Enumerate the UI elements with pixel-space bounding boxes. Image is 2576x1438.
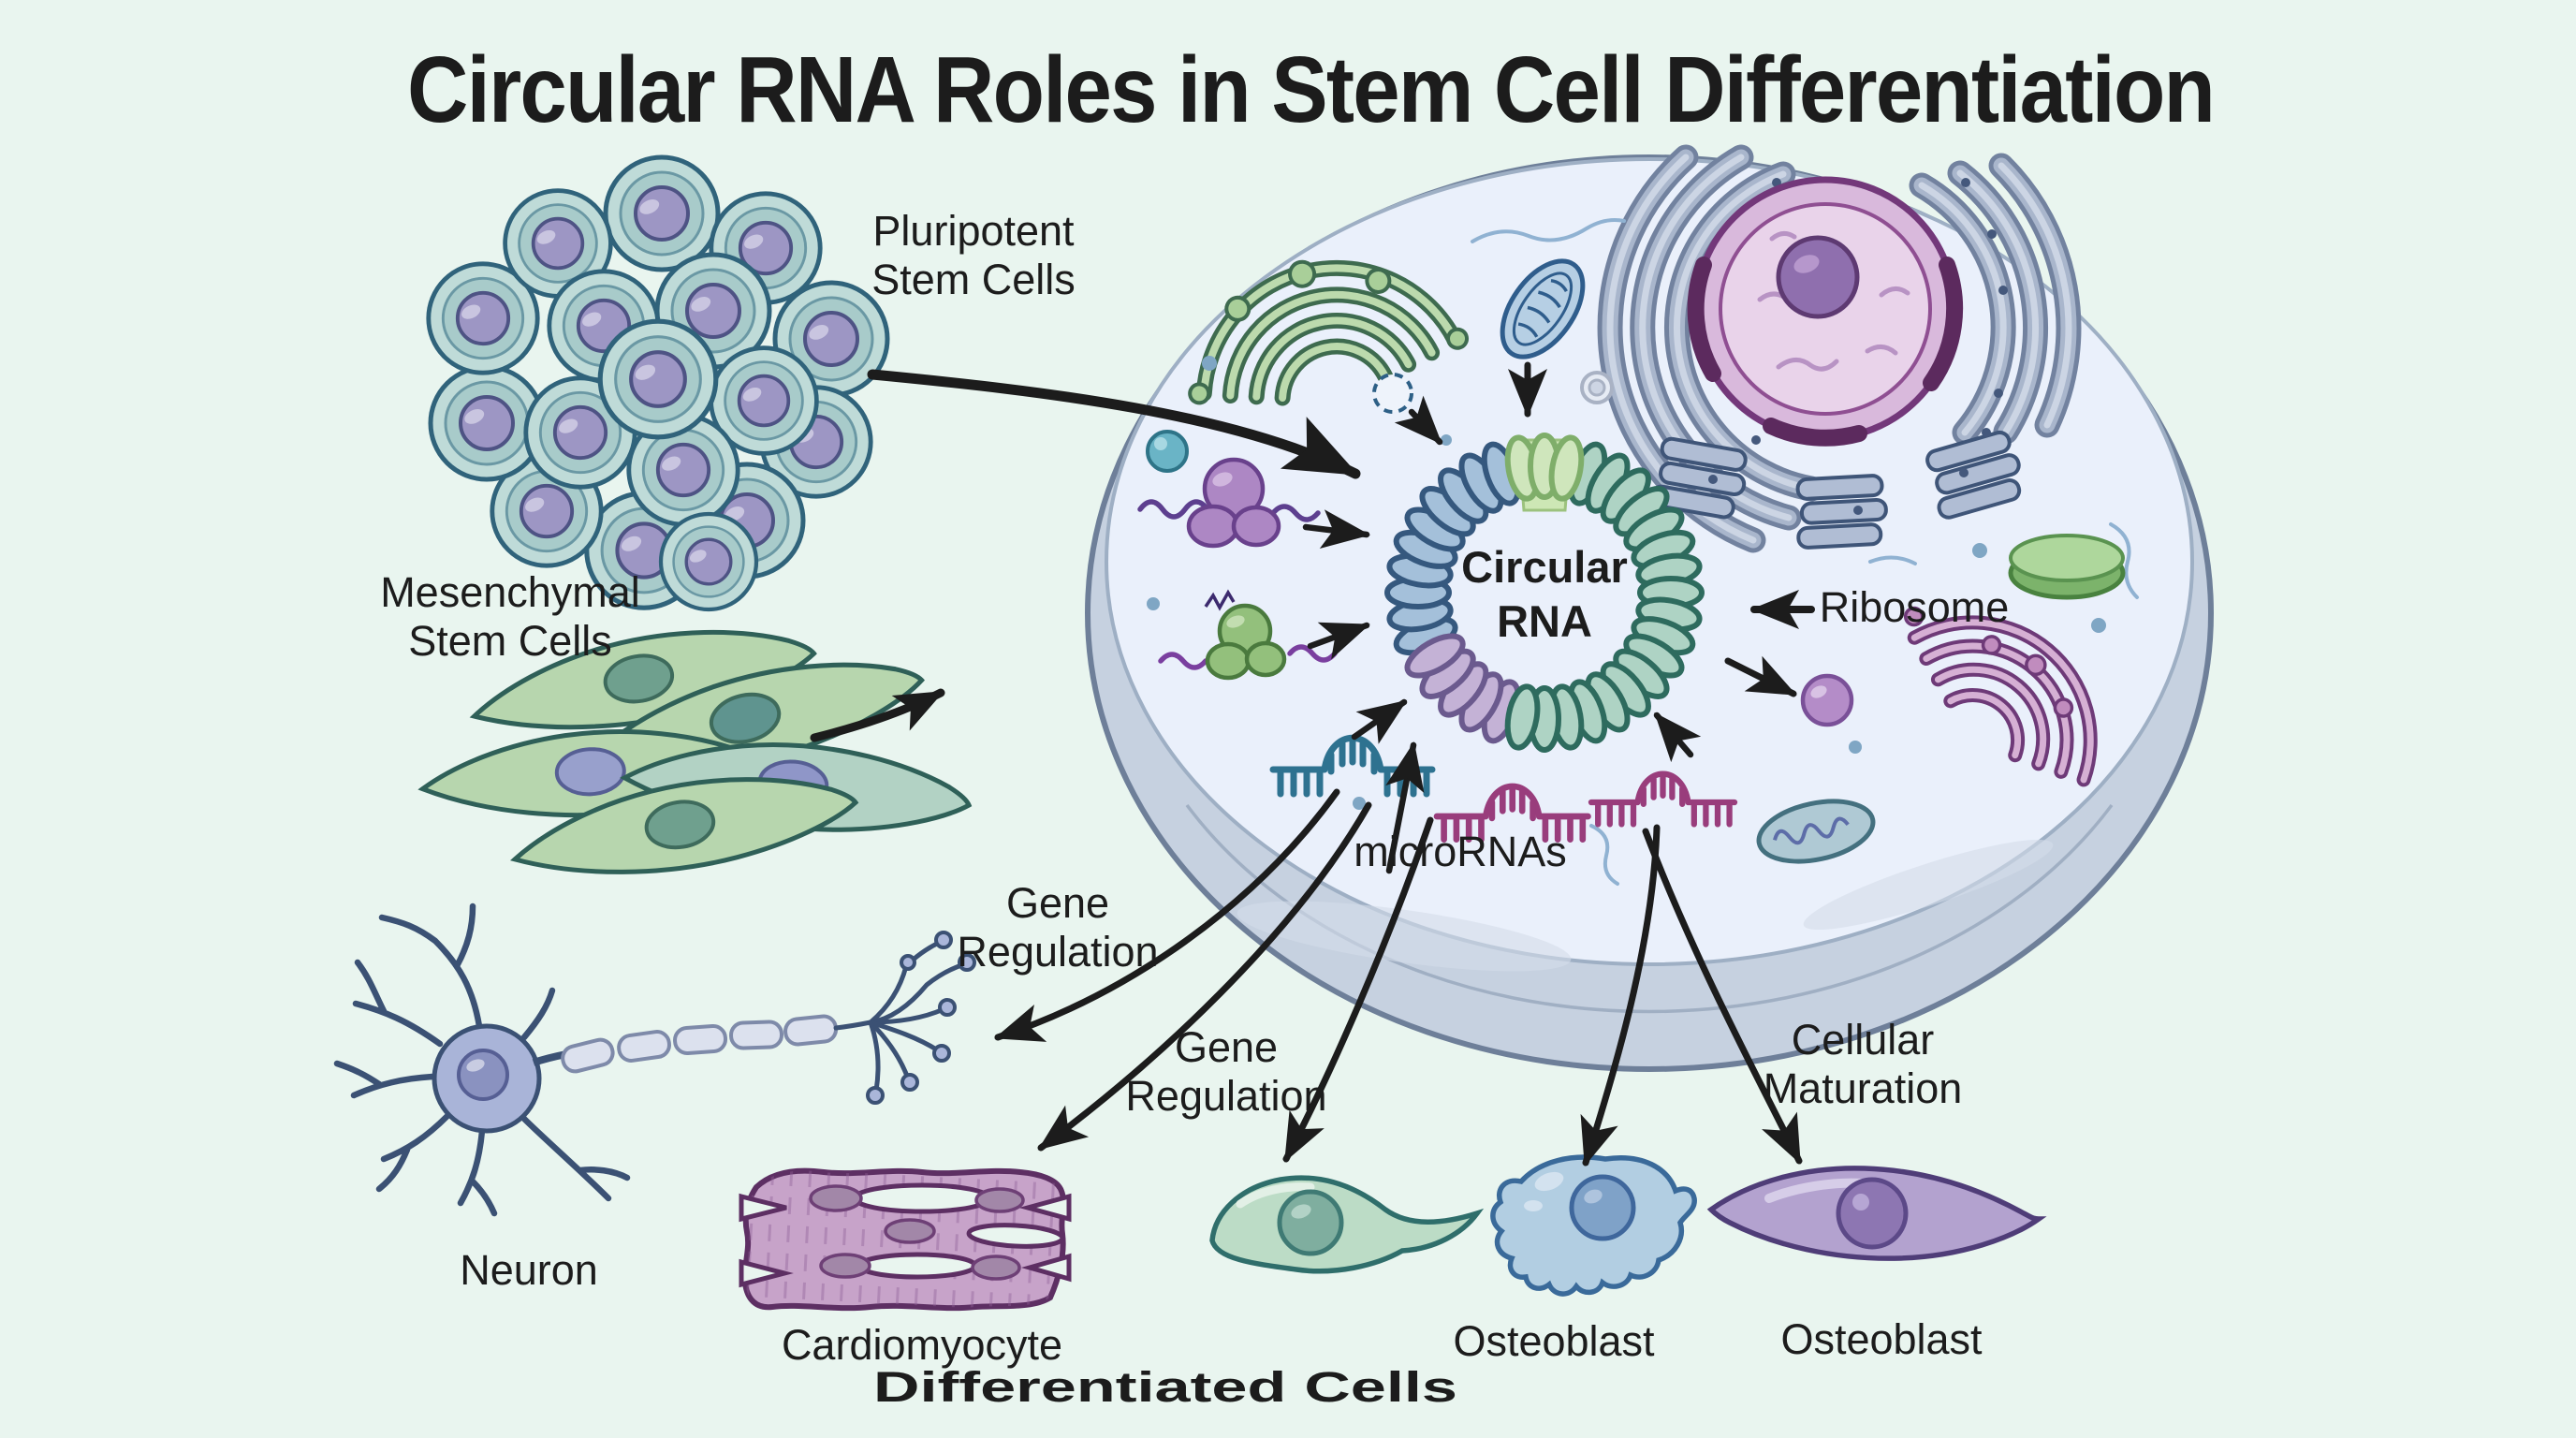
myelin-sheath: [561, 1014, 839, 1074]
circular-rna-ring: Circular RNA: [1384, 433, 1705, 753]
gray-vesicle-core: [1588, 378, 1606, 397]
nucleolus: [1776, 235, 1860, 319]
cytoplasm-dots: [1147, 356, 2106, 810]
circular-rna-label-line1: Circular: [1461, 542, 1628, 592]
green-disc-vesicle: [2008, 534, 2126, 600]
osteoblast-right-label: Osteoblast: [1780, 1315, 1983, 1363]
osteoblast-blue-illustration: [1490, 1154, 1697, 1297]
mitochondrion-top: [1500, 258, 1586, 360]
cytoskeleton-filament: [1868, 555, 1917, 565]
arrow-pluripotent-to-cell: [867, 369, 1361, 479]
cardiomyocyte-illustration: [739, 1167, 1072, 1312]
mesenchymal-label-line1: Mesenchymal: [380, 568, 640, 616]
arrow-up-to-ring: [1385, 741, 1425, 874]
arrow-to-green-cell: [1282, 816, 1434, 1163]
arrow-ring-to-ribosome: [1724, 655, 1797, 697]
arrow-mesenchymal-to-cell: [810, 688, 945, 742]
golgi-apparatus-green: [1188, 259, 1470, 406]
arrow-mirna-right-to-ring: [1653, 712, 1702, 763]
arrow-protein-purple-to-ring: [1302, 509, 1370, 549]
cytoskeleton-filament: [1589, 824, 1619, 886]
cellular-maturation-line2: Maturation: [1764, 1064, 1963, 1112]
cell-cross-section: Circular RNA: [1085, 144, 2214, 1072]
neuron-label: Neuron: [460, 1246, 598, 1294]
cellular-maturation-line1: Cellular: [1792, 1016, 1935, 1064]
mitochondrion-bottom: [1756, 799, 1876, 864]
mesenchymal-stem-cells-illustration: [420, 609, 973, 893]
arrow-vesicle-to-ring: [1394, 395, 1443, 446]
osteoblast-left-label: Osteoblast: [1453, 1317, 1655, 1365]
teal-vesicle: [1146, 430, 1189, 473]
teal-vesicle-highlight: [1154, 437, 1167, 450]
gene-regulation-left-line1: Gene: [1006, 879, 1109, 927]
rough-endoplasmic-reticulum: [1597, 144, 2082, 553]
ribosome-sphere: [1800, 673, 1854, 727]
arrows: [810, 361, 1815, 1167]
arrow-protein-green-to-ring: [1307, 622, 1370, 660]
cardiomyocyte-label: Cardiomyocyte: [782, 1321, 1062, 1369]
circular-rna-label-line2: RNA: [1497, 596, 1592, 646]
axon-terminals: [833, 931, 976, 1105]
arrow-to-osteoblast-blue: [1580, 824, 1661, 1167]
diagram-title: Circular RNA Roles in Stem Cell Differen…: [407, 37, 2214, 142]
pluripotent-stem-cells-illustration: [429, 157, 887, 609]
gene-regulation-left-line2: Regulation: [957, 928, 1158, 976]
cytoskeleton-filament: [2109, 522, 2139, 599]
coated-vesicle: [1372, 373, 1413, 414]
cardiomyocyte-nuclei: [809, 1184, 1025, 1281]
pluripotent-label-line1: Pluripotent: [872, 207, 1075, 255]
arrow-mirna-teal-to-ring: [1351, 698, 1408, 744]
ribosome-label: Ribosome: [1820, 583, 2010, 631]
pluripotent-label-line2: Stem Cells: [871, 256, 1076, 303]
green-differentiated-cell: [1209, 1175, 1485, 1274]
gene-regulation-middle-line1: Gene: [1175, 1023, 1278, 1071]
mesenchymal-label-line2: Stem Cells: [408, 617, 612, 665]
golgi-apparatus-purple: [1903, 606, 2098, 787]
osteoblast-purple-illustration: [1706, 1166, 2047, 1261]
membrane-sheen: [1803, 839, 2054, 931]
micrornas-label: microRNAs: [1354, 828, 1567, 875]
arrow-to-neuron: [994, 788, 1340, 1042]
rna-binding-protein-purple: [1137, 457, 1321, 549]
membrane-sheen: [1237, 901, 1572, 972]
gene-regulation-middle-line2: Regulation: [1125, 1072, 1326, 1120]
nucleus: [1687, 176, 1964, 447]
arrow-to-cardiomyocyte: [1037, 801, 1372, 1152]
cytoskeleton-filament: [1471, 218, 1626, 243]
neuron-illustration: [333, 902, 976, 1217]
differentiated-cells-heading: Differentiated Cells: [873, 1363, 1457, 1411]
arrow-to-osteoblast-purple: [1642, 828, 1803, 1165]
ribosome-highlight: [1810, 685, 1827, 698]
